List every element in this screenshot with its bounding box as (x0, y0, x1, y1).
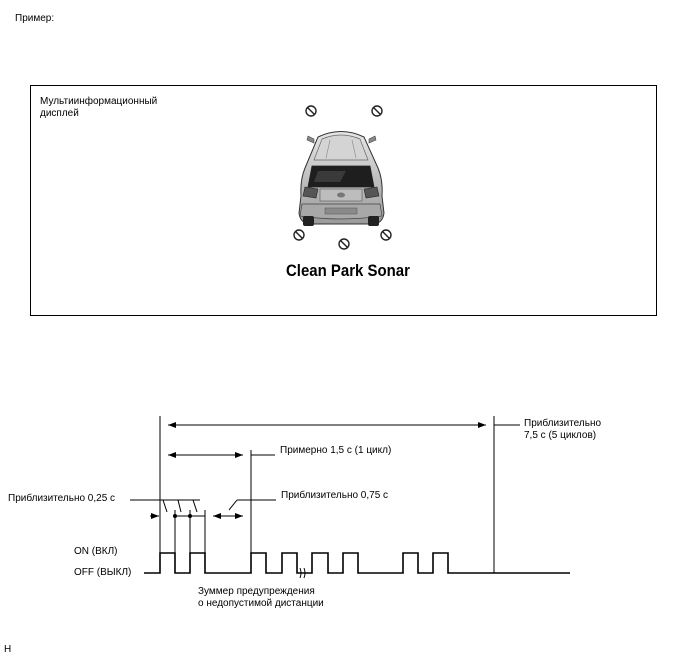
sensor-off-icon (371, 105, 383, 117)
sensor-off-icon (380, 229, 392, 241)
car-rear-icon (298, 131, 385, 226)
on-state-label: ON (ВКЛ) (74, 546, 118, 557)
off-state-label: OFF (ВЫКЛ) (74, 567, 132, 578)
figure-code: H (4, 644, 12, 655)
long-interval-label: Приблизительно 0,75 с (281, 490, 389, 501)
example-label: Пример: (15, 13, 55, 24)
long-interval-leader (228, 499, 238, 511)
total-duration-label: Приблизительно 7,5 с (5 циклов) (524, 418, 602, 441)
sensor-off-icon (338, 238, 350, 250)
waveform-break-mark (299, 567, 306, 579)
display-label: Мультиинформационный дисплей (40, 96, 158, 119)
multi-information-display-frame (30, 85, 657, 316)
buzzer-label: Зуммер предупреждения о недопустимой дис… (198, 586, 324, 609)
sensor-off-icon (293, 229, 305, 241)
short-interval-label: Приблизительно 0,25 с (8, 493, 116, 504)
buzzer-waveform (144, 552, 570, 574)
sensor-off-icon (305, 105, 317, 117)
brand-label: Clean Park Sonar (286, 261, 410, 280)
cycle-duration-label: Примерно 1,5 с (1 цикл) (280, 445, 392, 456)
